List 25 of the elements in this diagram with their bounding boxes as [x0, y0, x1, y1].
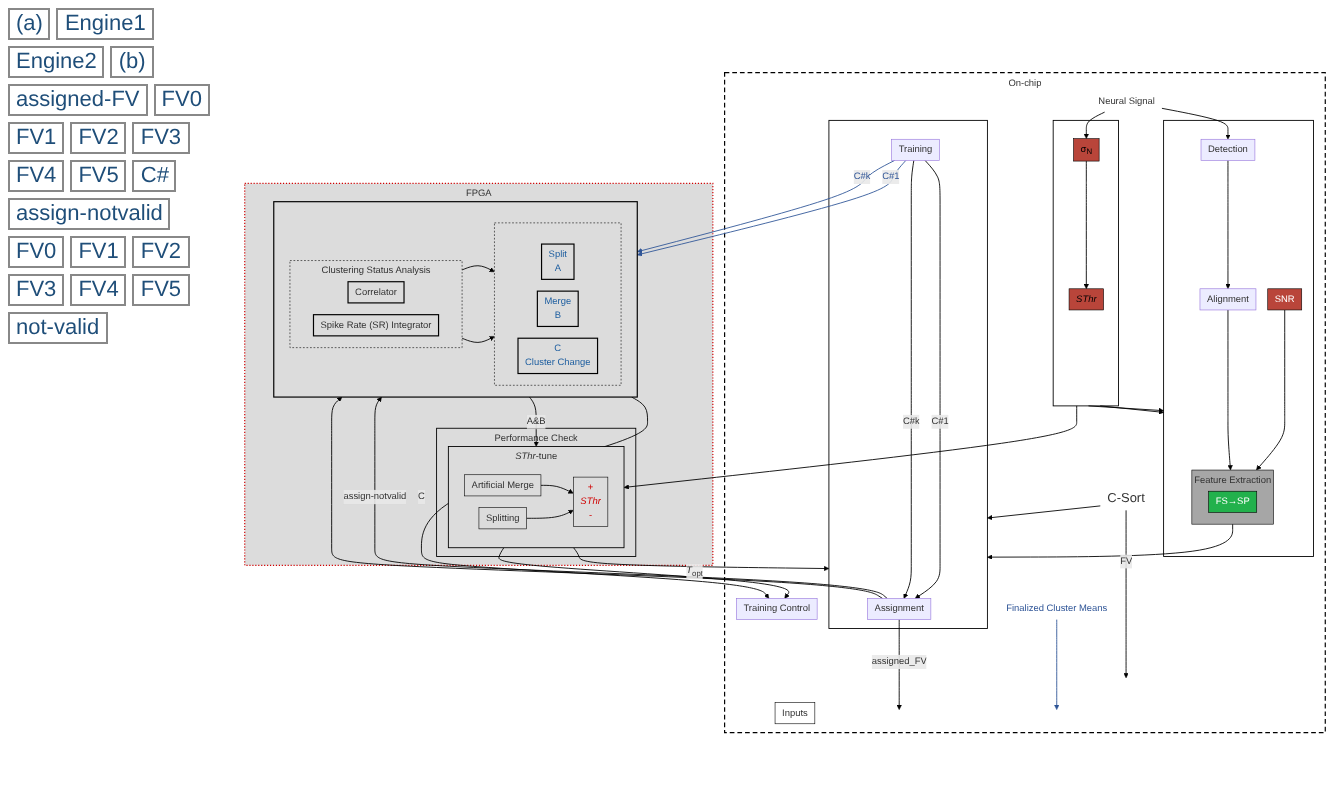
table-text: FV4 [70, 274, 127, 306]
table-text: FV1 [8, 122, 65, 154]
table-text: assign-notvalid [8, 198, 171, 230]
table-text: Engine2 [8, 46, 105, 78]
table-text: FV5 [70, 160, 127, 192]
cluster [1163, 120, 1314, 558]
cluster [494, 222, 622, 386]
table-text: (b) [110, 46, 154, 78]
table-text: FV3 [8, 274, 65, 306]
table-text: FV3 [132, 122, 190, 154]
cluster [828, 120, 988, 630]
table-text: C# [132, 160, 177, 192]
table-text: FV0 [8, 236, 65, 268]
table-text: Engine1 [56, 8, 154, 40]
table-text: not-valid [8, 312, 108, 344]
table-text: assigned-FV [8, 84, 148, 116]
table-text: FV2 [132, 236, 190, 268]
table-text: FV5 [132, 274, 190, 306]
table-text: (a) [8, 8, 51, 40]
table-text: FV0 [153, 84, 210, 116]
cluster [273, 201, 638, 398]
table-text: FV2 [70, 122, 127, 154]
table-text: FV1 [70, 236, 127, 268]
table-text: FV4 [8, 160, 65, 192]
cluster [1052, 120, 1119, 407]
